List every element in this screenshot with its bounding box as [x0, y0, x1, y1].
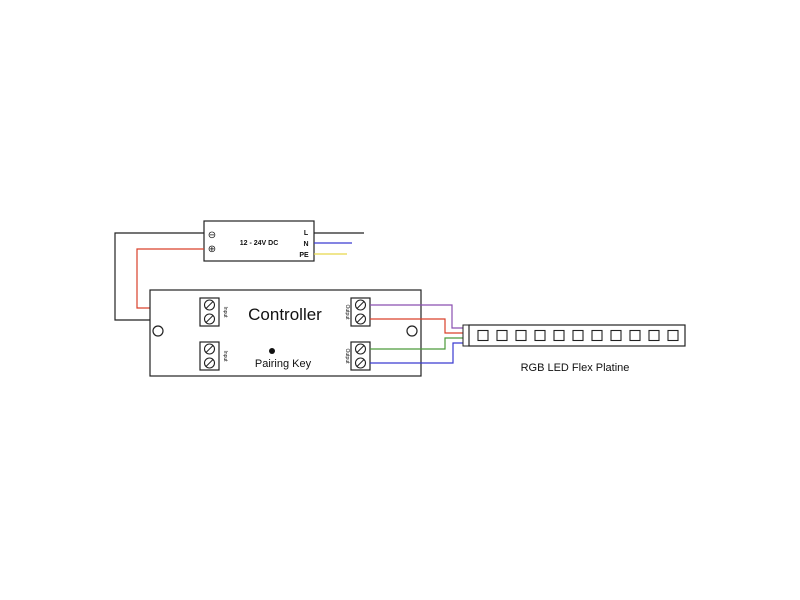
input-terminal-block-1: Input: [199, 297, 228, 327]
led-chip: [610, 329, 622, 342]
power-supply-minus-icon: ⊖: [208, 230, 216, 241]
led-chip: [515, 329, 527, 342]
output-terminal-block-2: Output: [344, 341, 371, 371]
wire-output-red: [370, 318, 464, 334]
input-terminal-block-2: Input: [199, 341, 228, 371]
output-terminal-block-1: Output: [344, 297, 371, 327]
led-chip: [572, 329, 584, 342]
terminal-n-label: N: [303, 241, 308, 248]
output-label-2: Output: [344, 348, 350, 364]
terminal-l-label: L: [304, 230, 309, 237]
led-chip: [477, 329, 489, 342]
wire-output-green: [370, 337, 464, 350]
led-chip: [629, 329, 641, 342]
led-chip: [534, 329, 546, 342]
led-strip-connector: [462, 324, 470, 347]
input-label-2: Input: [222, 350, 228, 362]
wire-output-blue: [370, 342, 464, 364]
led-chip: [667, 329, 679, 342]
led-group: [477, 329, 679, 342]
controller-title: Controller: [248, 305, 322, 324]
led-strip: RGB LED Flex Platine: [462, 324, 686, 374]
power-supply-box: [203, 220, 315, 262]
controller-box: [149, 289, 422, 377]
led-chip: [648, 329, 660, 342]
power-supply-plus-icon: ⊕: [208, 244, 216, 255]
input-label-1: Input: [222, 306, 228, 318]
terminal-pe-label: PE: [299, 252, 309, 259]
led-chip: [591, 329, 603, 342]
pairing-key-button[interactable]: [269, 348, 275, 354]
led-chip: [553, 329, 565, 342]
output-label-1: Output: [344, 304, 350, 320]
power-supply-voltage-label: 12 - 24V DC: [240, 240, 279, 247]
power-supply: ⊖ ⊕ 12 - 24V DC L N PE: [203, 220, 315, 262]
mounting-hole-right: [406, 325, 418, 337]
mounting-hole-left: [152, 325, 164, 337]
pairing-key-label: Pairing Key: [255, 358, 312, 370]
wire-output-purple: [370, 304, 464, 329]
led-strip-label: RGB LED Flex Platine: [521, 362, 630, 374]
controller: Controller Pairing Key Input Input: [149, 289, 422, 377]
led-chip: [496, 329, 508, 342]
